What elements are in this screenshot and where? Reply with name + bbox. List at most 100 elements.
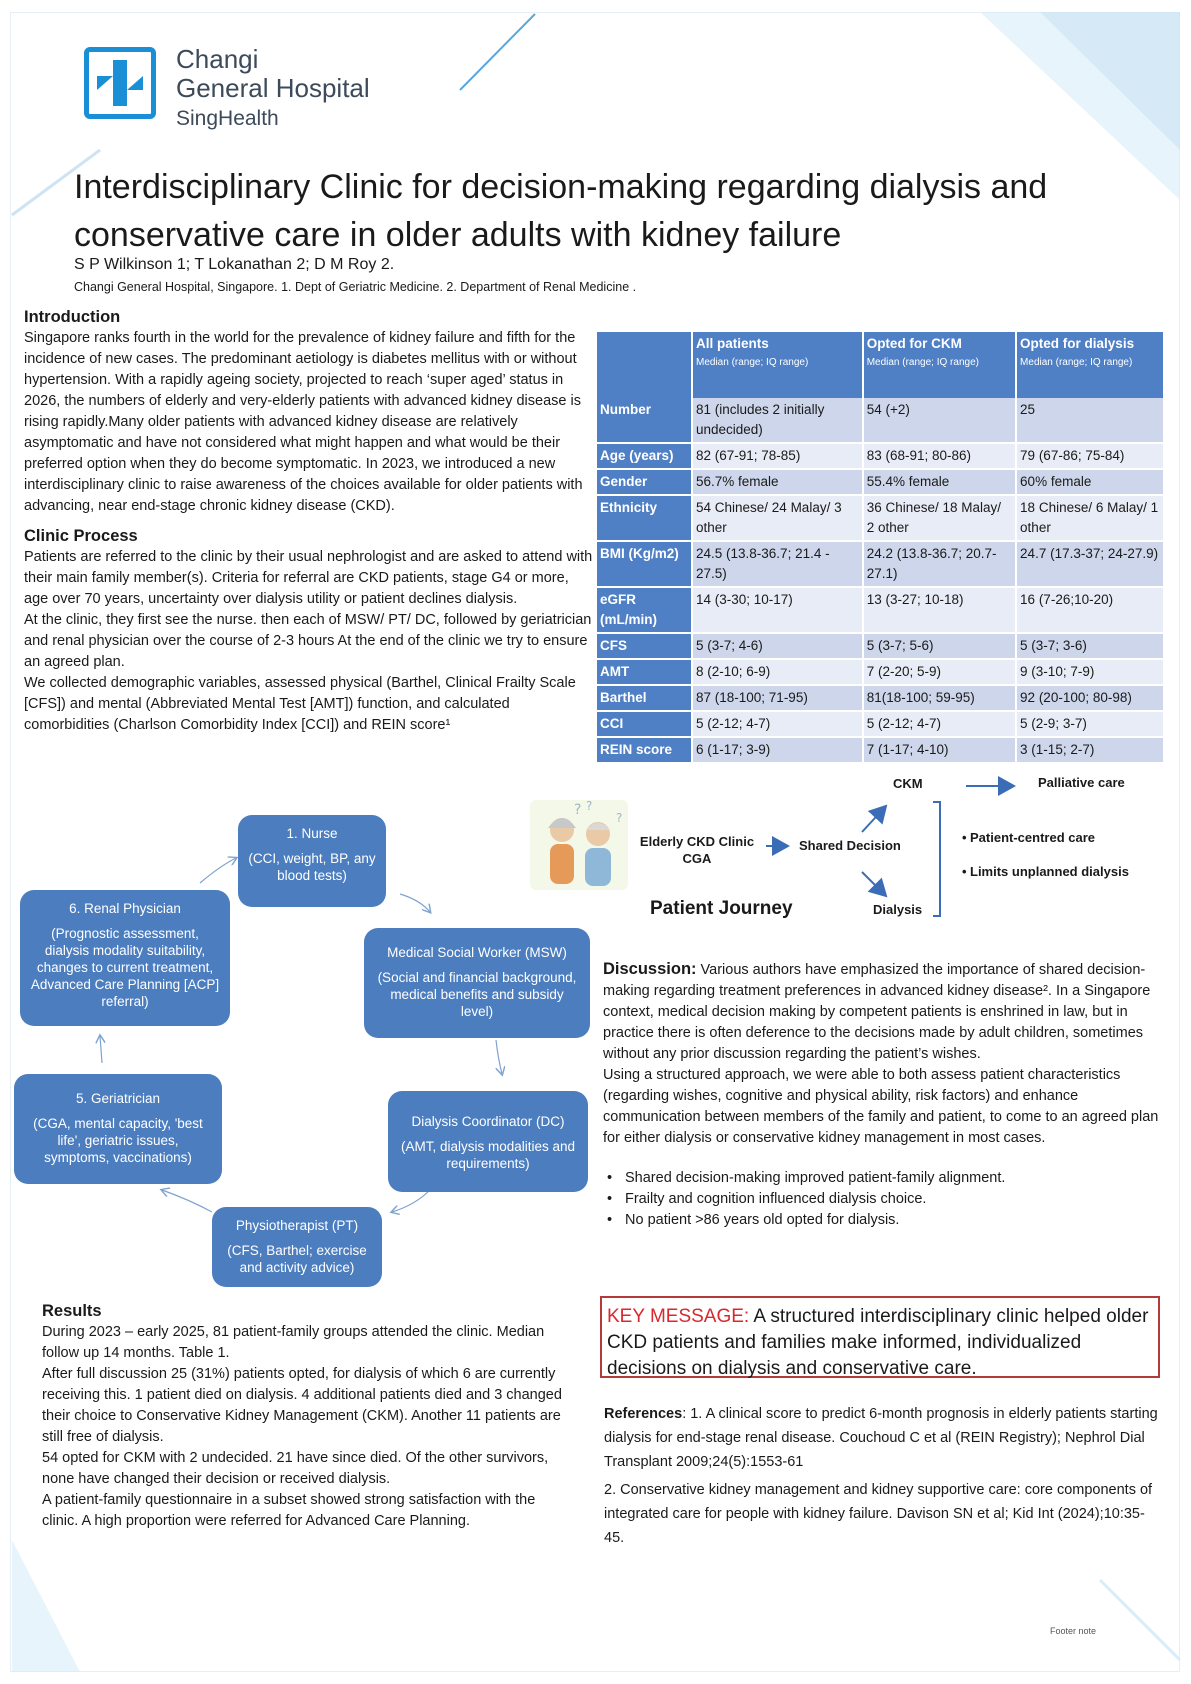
node-title: 1. Nurse [286, 826, 338, 841]
table-row-label: CCI [597, 711, 693, 738]
node-title: Dialysis Coordinator (DC) [411, 1114, 565, 1129]
svg-text:?: ? [586, 800, 592, 813]
node-renal-physician: 6. Renal Physician (Prognostic assessmen… [20, 890, 230, 1026]
table-col-ckm: Opted for CKM Median (range; IQ range) [862, 332, 1018, 398]
col-title: Opted for CKM [866, 336, 962, 351]
col-sub: Median (range; IQ range) [696, 357, 809, 368]
results-p2: After full discussion 25 (31%) patients … [42, 1366, 562, 1445]
node-nurse: 1. Nurse (CCI, weight, BP, any blood tes… [238, 815, 386, 907]
table-cell: 7 (2-20; 5-9) [862, 659, 1018, 686]
process-p2: At the clinic, they first see the nurse.… [24, 612, 592, 670]
key-message-text: A structured interdisciplinary clinic he… [607, 1306, 1149, 1379]
svg-text:?: ? [616, 811, 622, 825]
table-row-label: Number [597, 398, 693, 444]
table-cell: 8 (2-10; 6-9) [692, 659, 864, 686]
node-title: 6. Renal Physician [69, 901, 181, 916]
table-cell: 81(18-100; 59-95) [862, 685, 1018, 712]
col-title: Opted for dialysis [1020, 336, 1135, 351]
table-cell: 18 Chinese/ 6 Malay/ 1 other [1016, 495, 1165, 542]
results-p4: A patient-family questionnaire in a subs… [42, 1492, 536, 1529]
reference-1-text: : 1. A clinical score to predict 6-month… [604, 1406, 1158, 1470]
node-geriatrician: 5. Geriatrician (CGA, mental capacity, '… [14, 1074, 222, 1184]
table-cell: 25 [1016, 398, 1165, 444]
journey-clinic: Elderly CKD Clinic CGA [637, 834, 757, 866]
table-cell: 24.2 (13.8-36.7; 20.7-27.1) [862, 541, 1018, 588]
table-cell: 9 (3-10; 7-9) [1016, 659, 1165, 686]
page-border [10, 12, 1180, 1672]
journey-title: Patient Journey [650, 898, 793, 919]
node-physiotherapist: Physiotherapist (PT) (CFS, Barthel; exer… [212, 1207, 382, 1287]
process-p3: We collected demographic variables, asse… [24, 675, 576, 733]
results-heading: Results [42, 1302, 102, 1320]
discussion-section: Discussion: Various authors have emphasi… [603, 959, 1168, 1231]
table-cell: 54 (+2) [862, 398, 1018, 444]
process-p1: Patients are referred to the clinic by t… [24, 549, 593, 607]
table-cell: 79 (67-86; 75-84) [1016, 443, 1165, 470]
list-item: Frailty and cognition influenced dialysi… [603, 1189, 1168, 1210]
elderly-couple-illustration: ? ? ? [530, 799, 628, 890]
poster-title: Interdisciplinary Clinic for decision-ma… [74, 168, 1048, 254]
key-message-label: KEY MESSAGE: [607, 1306, 750, 1327]
table-cell: 92 (20-100; 80-98) [1016, 685, 1165, 712]
table-corner [597, 332, 693, 398]
results-section: Results During 2023 – early 2025, 81 pat… [42, 1300, 572, 1532]
table-cell: 55.4% female [862, 469, 1018, 496]
logo-sub: SingHealth [176, 107, 279, 130]
table-cell: 60% female [1016, 469, 1165, 496]
journey-dialysis: Dialysis [873, 902, 923, 917]
table-cell: 5 (3-7; 4-6) [692, 633, 864, 660]
col-sub: Median (range; IQ range) [1020, 357, 1133, 368]
table-row: BMI (Kg/m2)24.5 (13.8-36.7; 21.4 - 27.5)… [597, 541, 1165, 588]
process-heading: Clinic Process [24, 527, 138, 545]
table-cell: 6 (1-17; 3-9) [692, 737, 864, 764]
discussion-heading: Discussion: [603, 960, 697, 978]
journey-clinic-line2: CGA [682, 851, 712, 866]
cross-logo-icon [84, 47, 156, 119]
node-title: 5. Geriatrician [75, 1091, 161, 1106]
intro-section: Introduction Singapore ranks fourth in t… [24, 306, 594, 736]
node-desc: (CGA, mental capacity, 'best life', geri… [33, 1116, 203, 1165]
node-msw: Medical Social Worker (MSW) (Social and … [364, 928, 590, 1038]
intro-text: Singapore ranks fourth in the world for … [24, 330, 583, 514]
table-cell: 5 (3-7; 3-6) [1016, 633, 1165, 660]
results-p3: 54 opted for CKM with 2 undecided. 21 ha… [42, 1450, 549, 1487]
table-row: Age (years)82 (67-91; 78-85)83 (68-91; 8… [597, 443, 1165, 470]
journey-shared-decision: Shared Decision [799, 838, 901, 853]
table-cell: 82 (67-91; 78-85) [692, 443, 864, 470]
logo-line-2: General Hospital [176, 73, 370, 103]
table-cell: 16 (7-26;10-20) [1016, 587, 1165, 634]
intro-heading: Introduction [24, 308, 121, 326]
references: References: 1. A clinical score to predi… [604, 1402, 1164, 1550]
table-cell: 83 (68-91; 80-86) [862, 443, 1018, 470]
table-cell: 24.5 (13.8-36.7; 21.4 - 27.5) [692, 541, 864, 588]
table-row-label: Gender [597, 469, 693, 496]
discussion-bullets: Shared decision-making improved patient-… [603, 1168, 1168, 1231]
hospital-logo: Changi General Hospital SingHealth [84, 45, 404, 135]
journey-palliative: Palliative care [1038, 775, 1125, 790]
table-row-label: Age (years) [597, 443, 693, 470]
col-title: All patients [696, 336, 769, 351]
node-desc: (Social and financial background, medica… [377, 970, 577, 1019]
node-dialysis-coordinator: Dialysis Coordinator (DC) (AMT, dialysis… [388, 1091, 588, 1192]
footer-note: Footer note [1050, 1626, 1097, 1636]
table-row-label: Ethnicity [597, 495, 693, 542]
table-cell: 7 (1-17; 4-10) [862, 737, 1018, 764]
col-sub: Median (range; IQ range) [866, 357, 979, 368]
table-row-label: Barthel [597, 685, 693, 712]
table-row: eGFR (mL/min)14 (3-30; 10-17)13 (3-27; 1… [597, 587, 1165, 634]
list-item: Shared decision-making improved patient-… [603, 1168, 1168, 1189]
table-cell: 54 Chinese/ 24 Malay/ 3 other [692, 495, 864, 542]
journey-outcomes: Patient-centred care Limits unplanned di… [958, 830, 1158, 879]
table-cell: 87 (18-100; 71-95) [692, 685, 864, 712]
table-cell: 81 (includes 2 initially undecided) [692, 398, 864, 444]
logo-name: Changi General Hospital [176, 45, 370, 103]
key-message-box: KEY MESSAGE: A structured interdisciplin… [600, 1296, 1160, 1379]
node-desc: (AMT, dialysis modalities and requiremen… [400, 1139, 576, 1171]
